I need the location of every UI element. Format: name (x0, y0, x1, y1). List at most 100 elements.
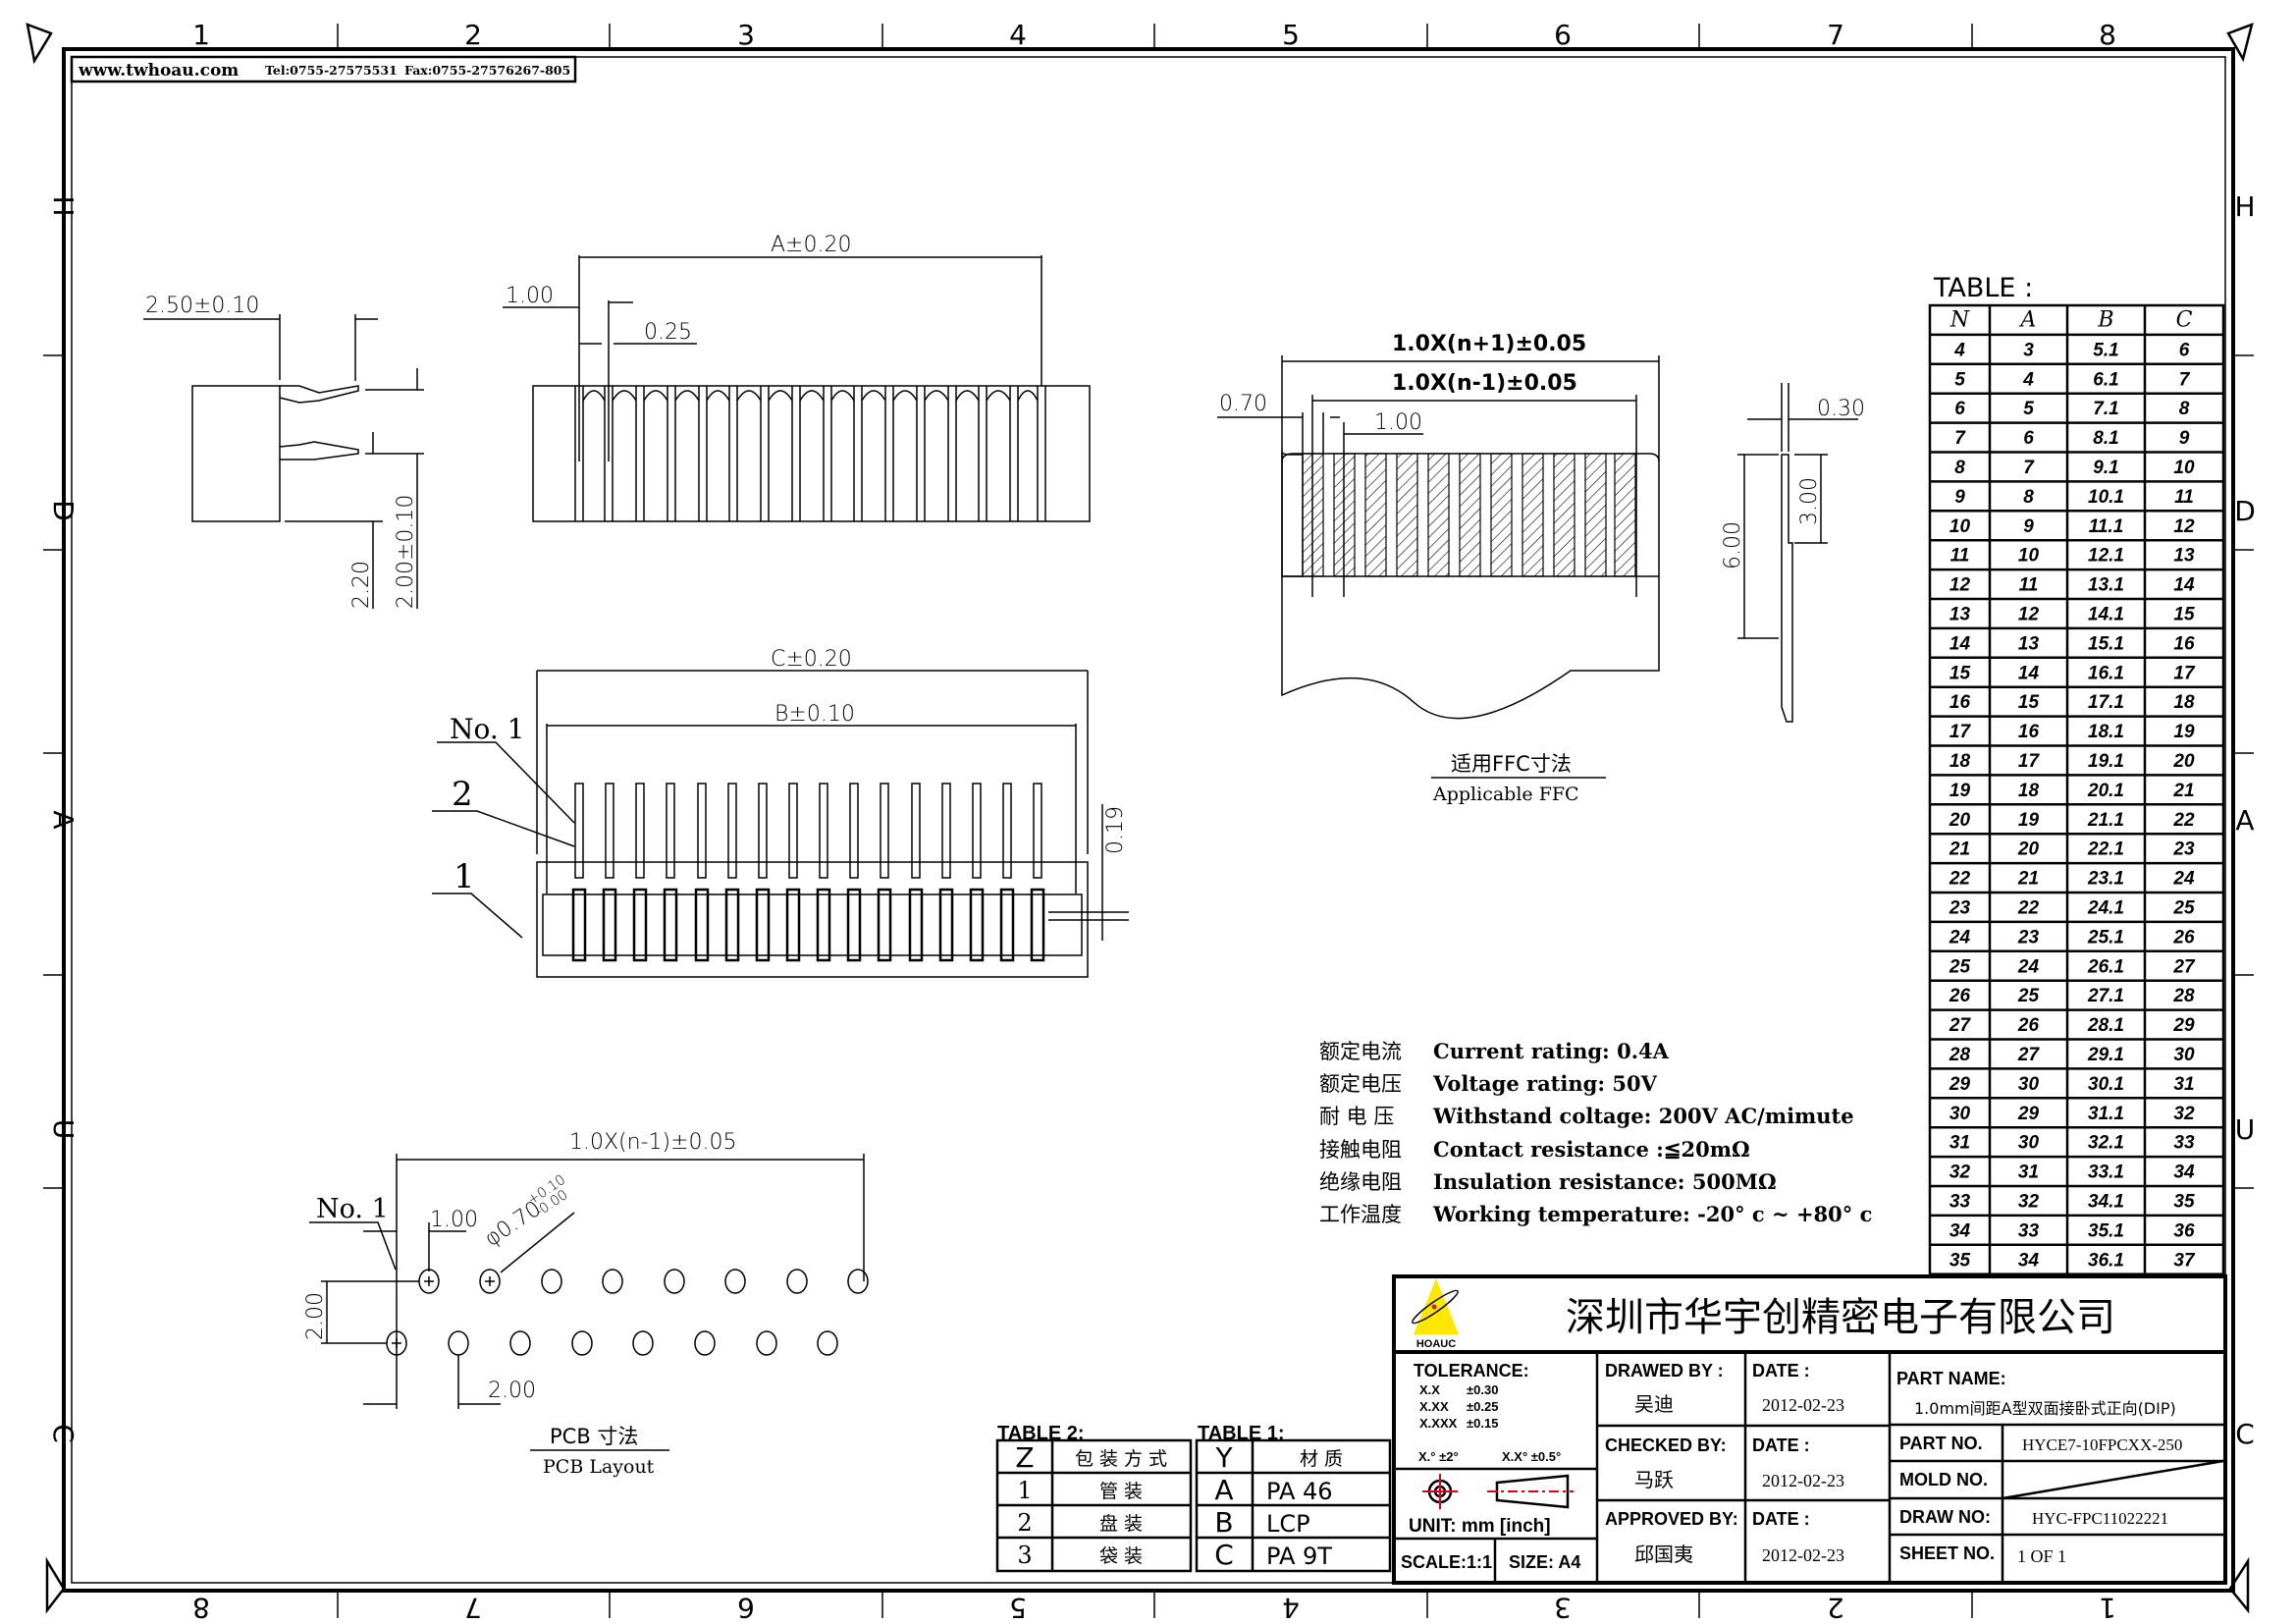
table-cell: 28 (1949, 1045, 1971, 1065)
svg-text:4: 4 (1282, 1592, 1300, 1624)
table-cell: 29.1 (2087, 1045, 2124, 1065)
ffc-caption-en: Applicable FFC (1432, 784, 1579, 805)
svg-text:D: D (47, 500, 80, 521)
sheet-no: 1 OF 1 (2017, 1546, 2066, 1566)
table-cell: 30 (2018, 1133, 2040, 1154)
table-cell: 14 (2173, 575, 2195, 596)
table-cell: 4 (2022, 369, 2034, 390)
table-cell: 37 (2173, 1250, 2196, 1271)
inner-border (71, 56, 2226, 1584)
corner-arrow-icon (45, 1556, 66, 1614)
table-cell: 18.1 (2088, 722, 2124, 742)
fax-number: Fax:0755-27576267-805 (404, 63, 570, 78)
table-cell: 14 (1949, 633, 1971, 654)
svg-text:6: 6 (737, 1592, 755, 1624)
dim-label: 2.00±0.10 (394, 495, 418, 609)
part-name-label: PART NAME: (1896, 1369, 2006, 1388)
table-cell: 34.1 (2088, 1192, 2124, 1213)
table1: TABLE 1: Y 材 质 A PA 46 B LCP C PA 9T (1195, 1423, 1392, 1573)
table-cell: 25.1 (2087, 927, 2124, 947)
ffc-caption-cn: 适用FFC寸法 (1451, 752, 1572, 776)
svg-text:±0.15: ±0.15 (1467, 1416, 1498, 1431)
table-cell: 22 (2017, 898, 2040, 919)
table-cell: 13 (1949, 605, 1971, 625)
table-cell: 11 (1950, 546, 1970, 567)
table-cell: 20.1 (2087, 781, 2124, 801)
corner-arrow-icon (26, 23, 53, 65)
table-cell: 21 (2172, 781, 2194, 801)
table-cell: 16 (1949, 692, 1971, 713)
table-cell: 4 (1953, 340, 1965, 360)
table-cell: 27 (2017, 1045, 2041, 1065)
company-name: 深圳市华宇创精密电子有限公司 (1566, 1295, 2115, 1340)
table-cell: 35 (1949, 1250, 1971, 1271)
table-cell: 7 (1954, 428, 1966, 449)
part-name: 1.0mm间距A型双面接卧式正向(DIP) (1914, 1399, 2176, 1418)
table-cell: 13 (2018, 633, 2040, 654)
svg-text:Working temperature: -20° c ~: Working temperature: -20° c ~ +80° c (1432, 1202, 1872, 1226)
svg-text:盘 装: 盘 装 (1099, 1513, 1143, 1535)
table-cell: 33 (2173, 1133, 2195, 1154)
svg-text:1: 1 (2099, 1592, 2116, 1624)
table-cell: 12 (2173, 516, 2195, 537)
table-cell: 11 (2174, 487, 2194, 508)
table-cell: 16 (2018, 722, 2040, 742)
front-view: No. 1 2 1 C±0.20 B±0.10 0.19 (432, 647, 1129, 978)
side-grid-ticks (43, 354, 2254, 1189)
table-cell: 16.1 (2088, 663, 2124, 683)
svg-text:Withstand coltage: 200V AC/mim: Withstand coltage: 200V AC/mimute (1432, 1104, 1854, 1128)
dim-label: 2.20 (349, 561, 374, 609)
table-cell: 7 (2023, 458, 2035, 478)
website-link[interactable]: www.twhoau.com (78, 61, 239, 81)
svg-text:8: 8 (192, 1592, 210, 1624)
table-cell: 21 (2017, 869, 2039, 890)
table-header-cell: A (2019, 308, 2037, 333)
pin-array (571, 783, 1045, 962)
dimension-table-title: TABLE : (1933, 273, 2033, 303)
table-cell: 27 (2172, 956, 2196, 977)
grid-col-label: 7 (1827, 19, 1844, 51)
table-cell: 8 (1954, 458, 1965, 478)
table-cell: 23 (2017, 927, 2040, 947)
table-cell: 30 (2018, 1074, 2040, 1095)
table-cell: 10 (2018, 546, 2040, 567)
table-cell: 15 (2018, 692, 2040, 713)
top-view: A±0.20 1.00 0.25 (503, 233, 1091, 522)
grid-col-label: 6 (1554, 19, 1572, 51)
sheet-no-label: SHEET NO. (1899, 1543, 1995, 1563)
dim-label: 1.00 (506, 284, 554, 308)
table-cell: 23 (1949, 898, 1971, 919)
pcb-layout: 1.0X(n-1)±0.05 No. 1 1.00 φ0.70 +0.10 -0… (303, 1130, 869, 1478)
callout-no1: No. 1 (450, 713, 524, 745)
table-cell: 8.1 (2093, 428, 2118, 449)
grid-col-label: 5 (1282, 19, 1300, 51)
table-cell: 22.1 (2087, 839, 2124, 860)
svg-text:C: C (2235, 1418, 2255, 1450)
svg-text:接触电阻: 接触电阻 (1319, 1138, 1402, 1162)
date-label: DATE : (1752, 1509, 1810, 1529)
svg-text:PA 9T: PA 9T (1266, 1543, 1332, 1570)
table-cell: 18 (2173, 692, 2195, 713)
dim-label: 0.30 (1817, 397, 1865, 421)
part-no-label: PART NO. (1899, 1434, 1983, 1453)
table-cell: 6 (2179, 340, 2190, 360)
table-cell: 3 (2023, 340, 2034, 360)
table-cell: 13 (2173, 546, 2195, 567)
svg-text:2: 2 (1017, 1509, 1032, 1537)
svg-text:TABLE 1:: TABLE 1: (1198, 1423, 1285, 1444)
svg-text:H: H (2234, 190, 2255, 223)
table-cell: 18 (1949, 751, 1971, 772)
checked-by-label: CHECKED BY: (1605, 1435, 1727, 1455)
table-cell: 7 (2179, 369, 2191, 390)
table-cell: 10 (1949, 516, 1971, 537)
svg-text:Y: Y (1214, 1441, 1233, 1474)
right-row-labels: H D A U C (2234, 190, 2256, 1450)
table-cell: 9 (2179, 428, 2190, 449)
bottom-column-labels: 8 7 6 5 4 3 2 1 (192, 1592, 2116, 1624)
table-cell: 16 (2173, 633, 2195, 654)
table-cell: 9.1 (2093, 458, 2118, 478)
dim-label: 1.0X(n-1)±0.05 (569, 1130, 737, 1155)
svg-text:U: U (2235, 1113, 2256, 1146)
approved-by-name: 邱国夷 (1634, 1543, 1693, 1566)
table-cell: 25 (2017, 986, 2040, 1006)
